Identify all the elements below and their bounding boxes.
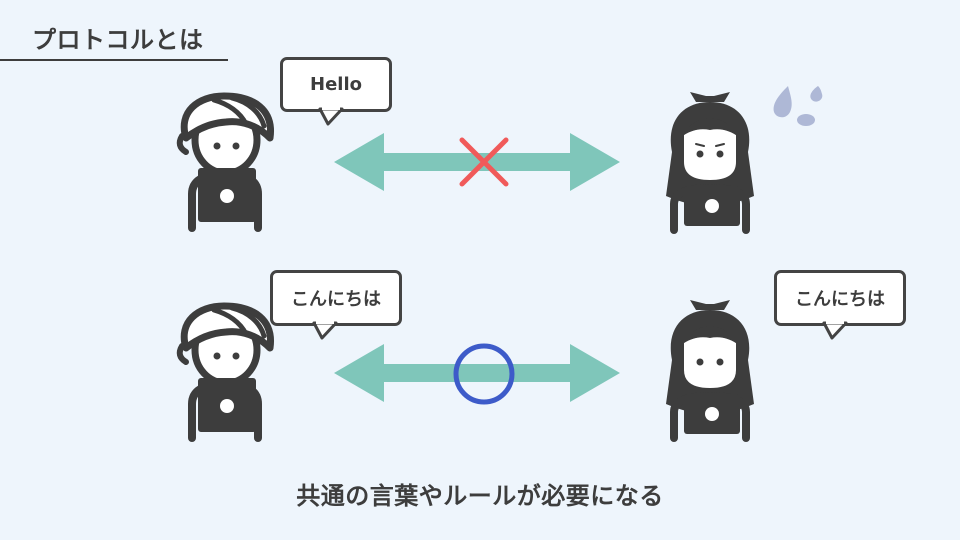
speech-bubble-tail: [312, 319, 338, 340]
boy-with-laptop-icon: [176, 92, 274, 232]
speech-bubble-right-bottom: こんにちは: [774, 270, 906, 326]
slide-title: プロトコルとは: [32, 26, 204, 54]
speech-bubble-left-top: Hello: [280, 57, 392, 112]
cross-mark-icon: [459, 137, 509, 187]
speech-bubble-text: こんにちは: [291, 289, 381, 310]
sweat-drops-icon: [773, 86, 823, 126]
double-arrow-icon: [334, 133, 620, 191]
double-arrow-icon: [334, 344, 620, 402]
title-underline: [0, 59, 228, 61]
speech-bubble-tail: [318, 105, 344, 126]
circle-mark-icon: [453, 343, 515, 405]
speech-bubble-text: Hello: [310, 74, 362, 95]
girl-with-laptop-icon: [666, 92, 754, 234]
girl-with-laptop-icon: [666, 300, 754, 442]
speech-bubble-left-bottom: こんにちは: [270, 270, 402, 326]
boy-with-laptop-icon: [176, 302, 274, 442]
speech-bubble-tail: [822, 319, 848, 340]
slide-caption: 共通の言葉やルールが必要になる: [296, 482, 664, 510]
speech-bubble-text: こんにちは: [795, 289, 885, 310]
